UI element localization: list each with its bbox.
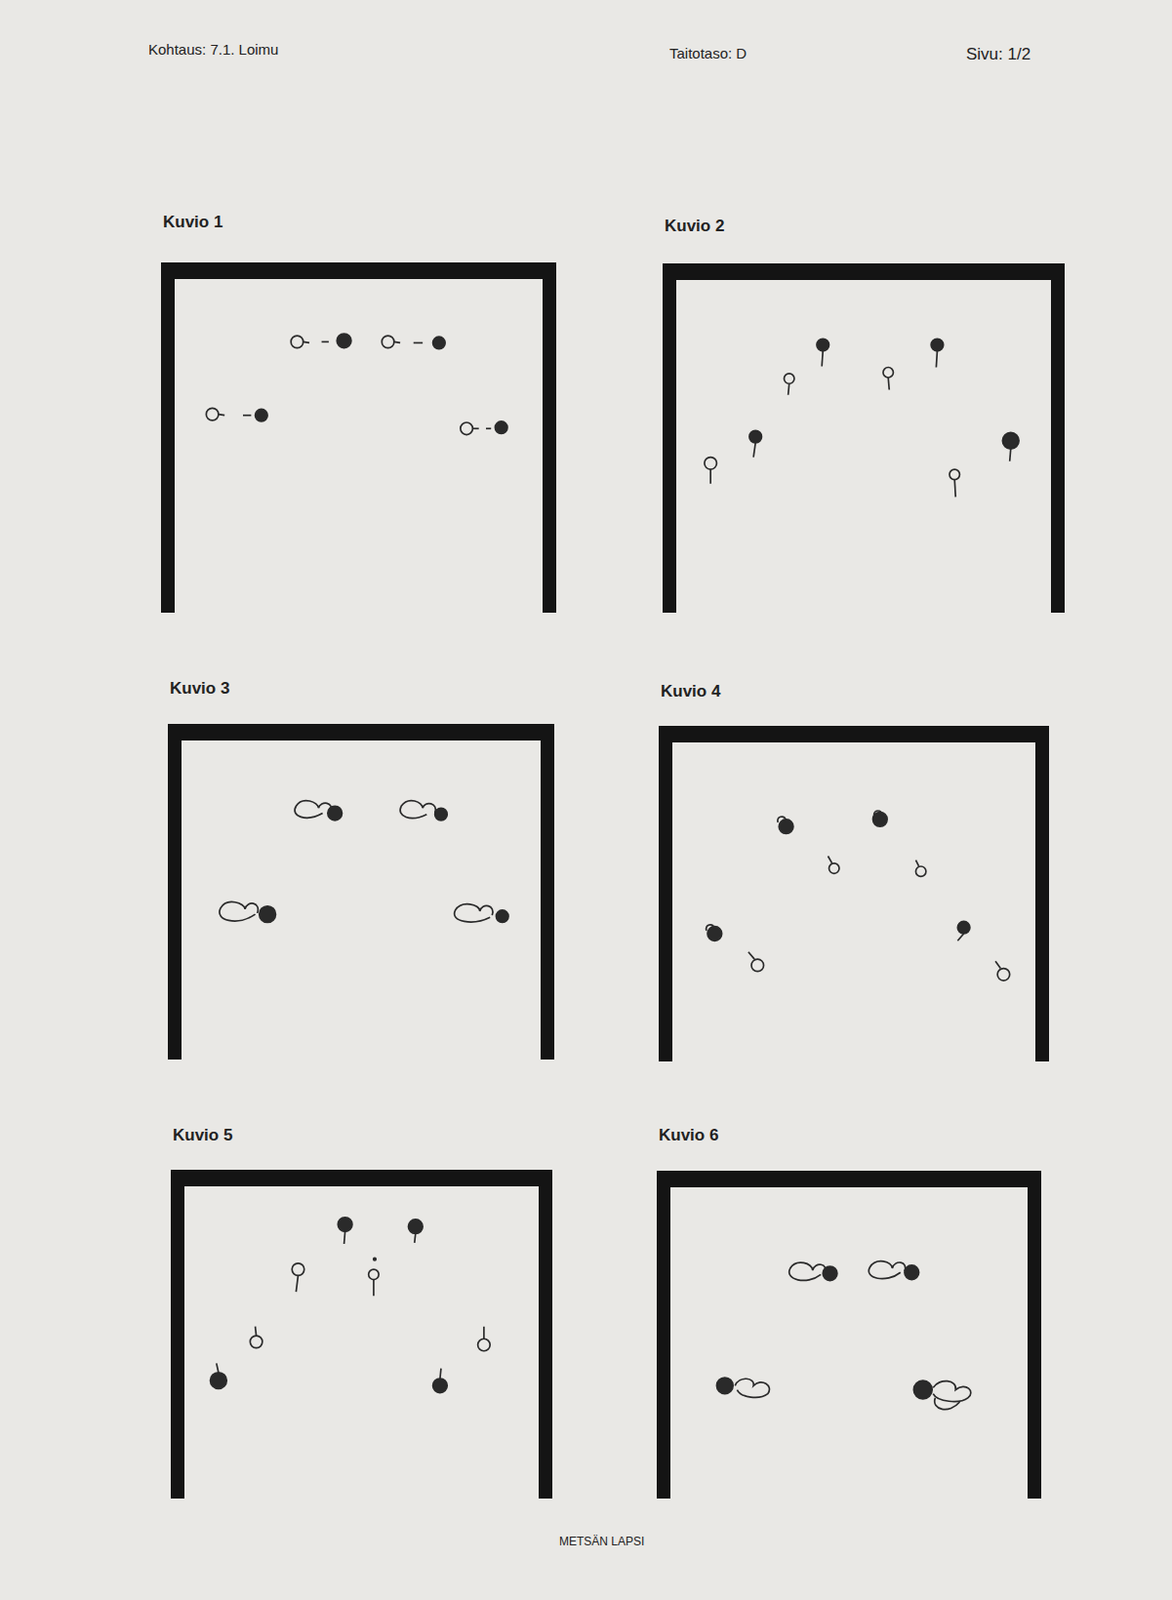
- stage-wall: [658, 726, 673, 1062]
- stage-wall: [538, 1170, 553, 1499]
- figure-heading: Kuvio 5: [170, 1126, 235, 1146]
- footer-text: METSÄN LAPSI: [559, 1535, 645, 1549]
- stage-frame: Kuvio 4: [658, 682, 1050, 1062]
- stage-outline: [167, 679, 555, 1060]
- stage-outline: [658, 682, 1050, 1062]
- figure-heading: Kuvio 6: [656, 1126, 721, 1146]
- stage-frame: Kuvio 1: [161, 212, 557, 613]
- stage-wall: [1050, 263, 1065, 613]
- stage-wall: [658, 726, 1050, 743]
- stage-wall: [1035, 726, 1050, 1062]
- figure-heading: Kuvio 4: [658, 682, 723, 702]
- stage-outline: [662, 216, 1065, 613]
- figure-heading: Kuvio 2: [662, 216, 727, 237]
- stage-wall: [167, 724, 555, 741]
- stage-frame: Kuvio 2: [662, 216, 1065, 613]
- skill-level: Taitotaso: D: [669, 44, 747, 62]
- stage-outline: [161, 212, 557, 613]
- stage-frame: Kuvio 5: [170, 1126, 553, 1499]
- stage-wall: [662, 263, 1065, 281]
- stage-wall: [1027, 1171, 1042, 1499]
- stage-wall: [662, 263, 677, 613]
- stage-outline: [170, 1126, 553, 1499]
- figure-heading: Kuvio 1: [161, 212, 225, 233]
- stage-outline: [656, 1126, 1042, 1499]
- stage-wall: [656, 1171, 671, 1499]
- stage-wall: [161, 262, 557, 280]
- stage-frame: Kuvio 3: [167, 679, 555, 1060]
- stage-wall: [167, 724, 182, 1060]
- page-number: Sivu: 1/2: [966, 44, 1031, 65]
- stage-wall: [170, 1170, 185, 1499]
- stage-frame: Kuvio 6: [656, 1126, 1042, 1499]
- scene-label: Kohtaus: 7.1. Loimu: [148, 40, 279, 58]
- stage-wall: [161, 262, 175, 613]
- figure-heading: Kuvio 3: [167, 679, 232, 699]
- stage-wall: [656, 1171, 1042, 1188]
- stage-wall: [540, 724, 555, 1060]
- stage-wall: [170, 1170, 553, 1187]
- stage-wall: [542, 262, 557, 613]
